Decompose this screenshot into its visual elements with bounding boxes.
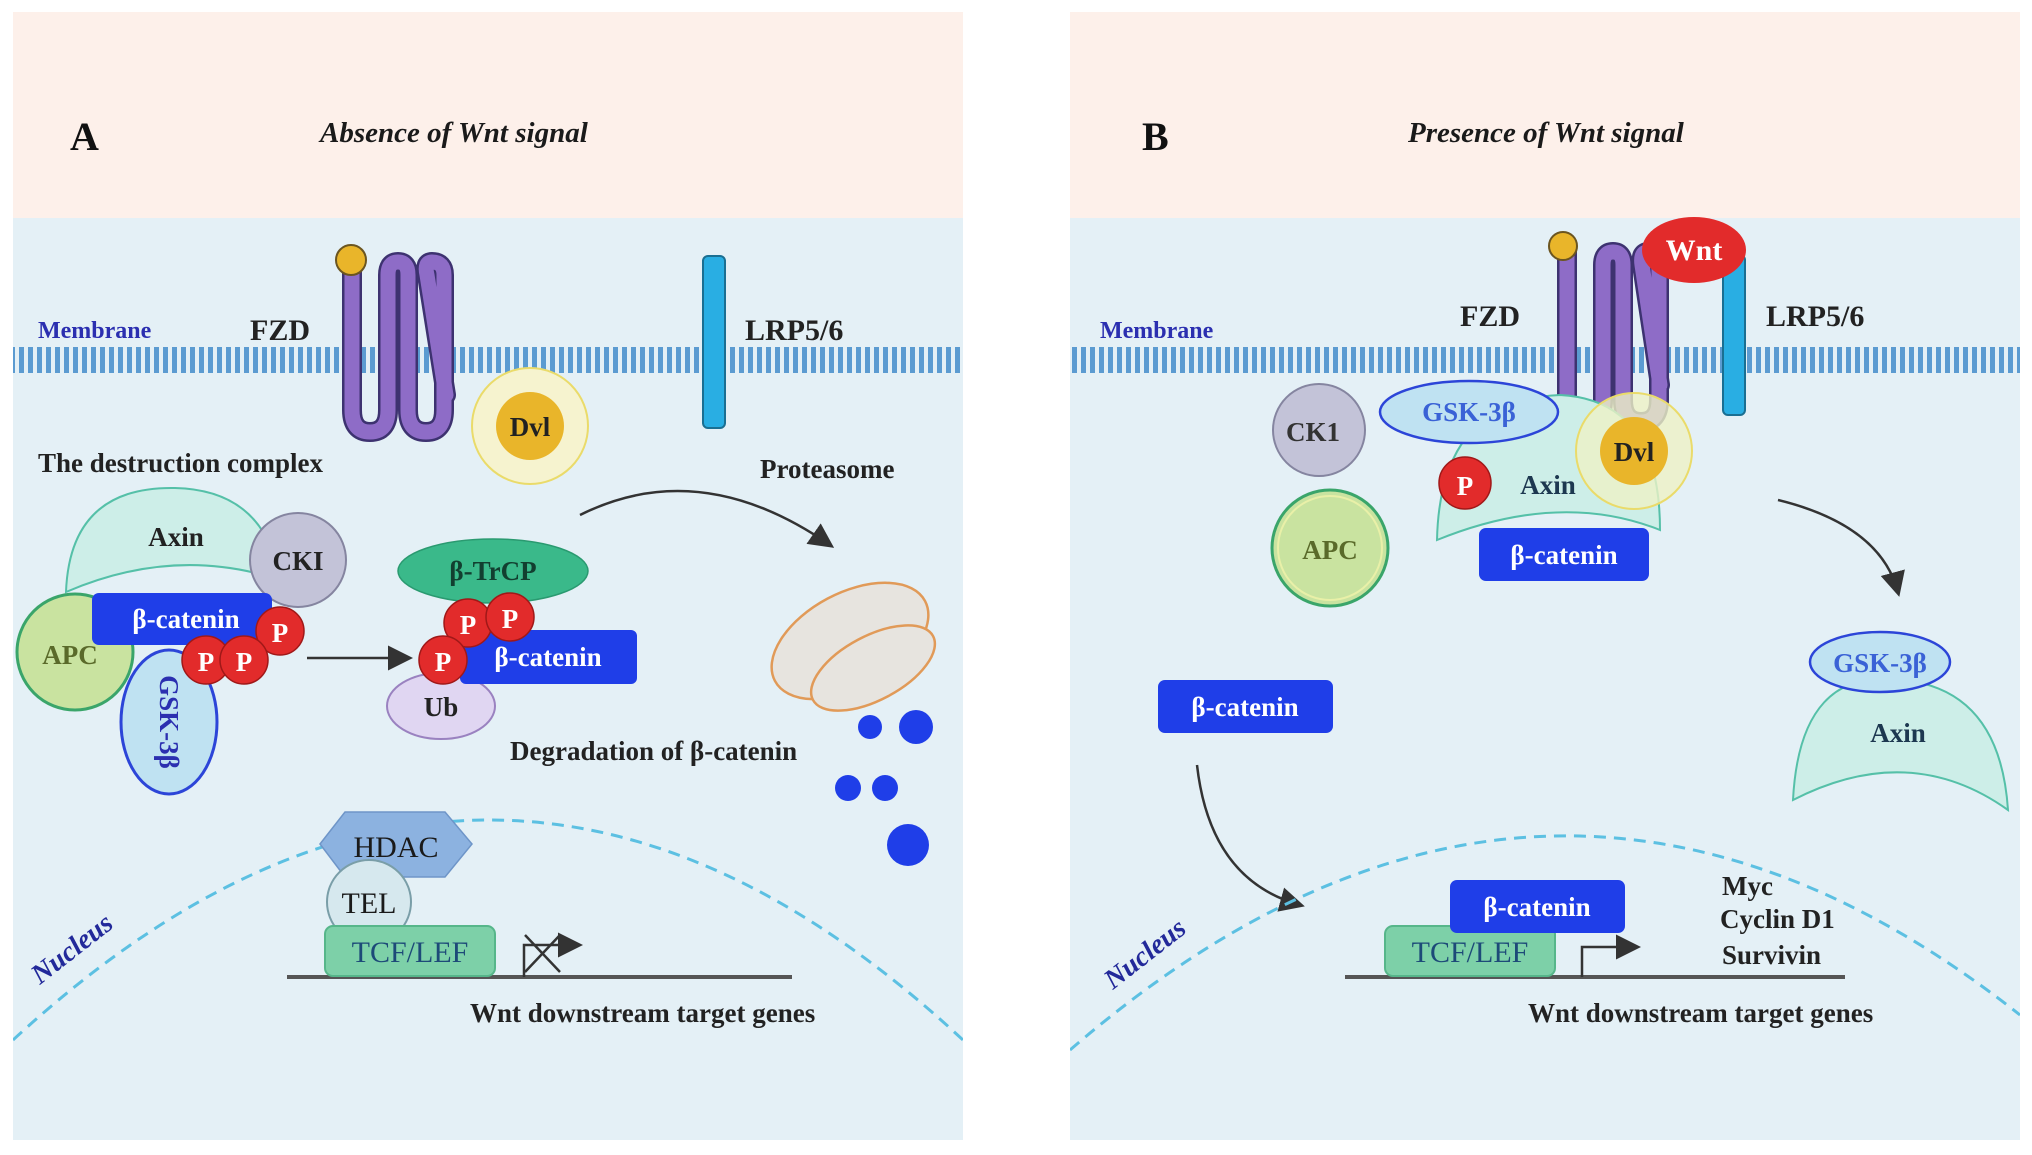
lrp-label: LRP5/6 [745, 314, 843, 347]
ubiquitinated-complex: β-TrCP Ub β-catenin P P P [386, 538, 637, 740]
arrow-nuclear-translocation [1195, 764, 1305, 912]
beta-catenin-free [1158, 680, 1333, 733]
svg-text:P: P [460, 610, 477, 640]
arrow-dissociation [1777, 498, 1905, 597]
svg-text:P: P [502, 604, 519, 634]
svg-text:P: P [1457, 471, 1474, 501]
extracellular-space [13, 12, 963, 218]
gene-cyclin-d1: Cyclin D1 [1720, 904, 1835, 934]
gene-survivin: Survivin [1722, 940, 1821, 970]
gsk3b [1378, 379, 1560, 445]
panel-b: B Presence of Wnt signal Membrane FZD LR… [1070, 12, 2020, 1140]
svg-text:Ub: Ub [424, 692, 459, 722]
svg-text:P: P [435, 647, 452, 677]
panel-title: Absence of Wnt signal [318, 117, 589, 149]
blocked-transcription-icon [522, 932, 583, 977]
fzd-ligand-head [335, 244, 367, 276]
svg-text:β-catenin: β-catenin [1483, 892, 1590, 922]
axin [64, 486, 282, 594]
target-gene-list: Myc Cyclin D1 Survivin [1720, 871, 1835, 970]
dvl: Dvl [1575, 392, 1693, 510]
svg-text:GSK-3β: GSK-3β [1422, 397, 1516, 427]
svg-text:GSK-3β: GSK-3β [1833, 648, 1927, 678]
svg-text:β-catenin: β-catenin [132, 604, 239, 634]
nucleus-envelope [1070, 834, 2020, 1052]
svg-text:β-catenin: β-catenin [1191, 692, 1298, 722]
cki [249, 512, 347, 608]
beta-catenin [92, 593, 272, 645]
svg-text:CK1: CK1 [1286, 417, 1340, 447]
hdac: HDAC [319, 811, 473, 878]
wnt-ligand: Wnt [1642, 217, 1746, 283]
svg-text:TCF/LEF: TCF/LEF [352, 936, 469, 969]
svg-text:GSK-3β: GSK-3β [154, 675, 184, 769]
gsk3b [119, 648, 219, 796]
membrane-label: Membrane [38, 318, 152, 344]
beta-catenin-phosphorylated [460, 630, 637, 684]
svg-text:β-catenin: β-catenin [494, 642, 601, 672]
cell-membrane [13, 347, 963, 373]
apc: APC [1270, 488, 1390, 608]
lrp-receptor [702, 255, 726, 429]
svg-text:P: P [236, 647, 253, 677]
svg-text:P: P [198, 647, 215, 677]
svg-text:Wnt: Wnt [1666, 234, 1723, 267]
svg-text:HDAC: HDAC [353, 831, 438, 864]
active-transcription-icon [1580, 934, 1641, 977]
svg-text:Axin: Axin [1520, 470, 1576, 500]
degraded-fragments [835, 710, 933, 866]
lrp-receptor [1722, 254, 1746, 416]
proteasome-label: Proteasome [760, 454, 894, 484]
phospho-groups: P P P [181, 606, 305, 685]
tcf-lef: TCF/LEF [324, 925, 496, 977]
phospho-group [1438, 456, 1492, 510]
svg-text:β-catenin: β-catenin [1510, 540, 1617, 570]
extracellular-space [1070, 12, 2020, 218]
svg-text:TCF/LEF: TCF/LEF [1412, 936, 1529, 969]
dvl: Dvl [471, 367, 589, 485]
membrane-label: Membrane [1100, 318, 1214, 344]
panel-a: A Absence of Wnt signal Membrane FZD LRP… [13, 12, 963, 1140]
svg-text:Dvl: Dvl [1614, 437, 1655, 467]
svg-text:P: P [272, 618, 289, 648]
cell-membrane [1070, 347, 2020, 373]
fzd-label: FZD [250, 314, 310, 347]
svg-text:TEL: TEL [342, 887, 397, 920]
destruction-complex: Axin CKI APC GSK-3β β-catenin P P P [15, 486, 347, 796]
tel: TEL [326, 859, 412, 945]
svg-text:Dvl: Dvl [510, 412, 551, 442]
beta-catenin [1479, 528, 1649, 581]
target-genes-label: Wnt downstream target genes [470, 998, 815, 1028]
svg-text:Axin: Axin [1870, 718, 1926, 748]
axin [1791, 677, 2010, 813]
svg-text:Axin: Axin [148, 522, 204, 552]
svg-text:APC: APC [42, 640, 98, 670]
fzd-label: FZD [1460, 300, 1520, 333]
beta-catenin-nuclear: β-catenin [1450, 880, 1625, 933]
gsk3b [1808, 630, 1952, 694]
panel-letter: B [1142, 114, 1169, 159]
target-genes-label: Wnt downstream target genes [1528, 998, 1873, 1028]
ck1: CK1 [1272, 383, 1366, 477]
degradation-label: Degradation of β-catenin [510, 736, 797, 766]
freed-axin-complex: Axin GSK-3β [1791, 630, 2010, 813]
arrow-to-proteasome [579, 489, 835, 548]
svg-text:CKI: CKI [272, 546, 323, 576]
gene-myc: Myc [1722, 871, 1773, 901]
lrp-label: LRP5/6 [1766, 300, 1864, 333]
svg-text:APC: APC [1302, 535, 1358, 565]
tcf-lef: TCF/LEF [1384, 925, 1556, 977]
destruction-complex-label: The destruction complex [38, 448, 323, 478]
panel-letter: A [70, 114, 99, 159]
fzd-receptor [335, 244, 456, 442]
svg-text:β-TrCP: β-TrCP [449, 556, 536, 586]
axin-membrane-complex: Axin GSK-3β P Dvl β-catenin [1378, 379, 1693, 581]
panel-title: Presence of Wnt signal [1407, 117, 1685, 149]
fzd-ligand-head [1548, 231, 1578, 261]
proteasome [770, 581, 937, 712]
